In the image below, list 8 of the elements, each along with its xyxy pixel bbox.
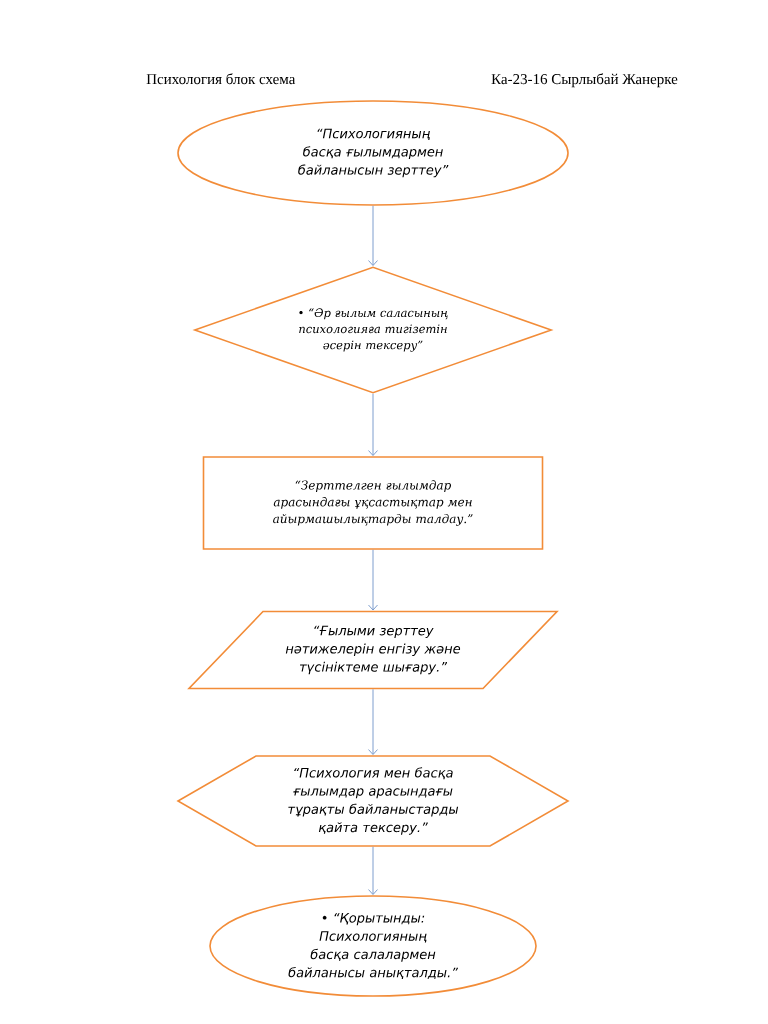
- process-box: “Зерттелген ғылымдар арасындағы ұқсастықтар мен айырмашылықтарды талдау.”: [202, 456, 544, 550]
- arrow: [368, 393, 378, 456]
- arrow: [368, 688, 378, 755]
- arrow: [368, 549, 378, 611]
- arrow: [368, 205, 378, 266]
- arrow: [368, 846, 378, 895]
- page-title: Психология блок схема: [146, 73, 296, 85]
- author-label: Ка-23-16 Сырлыбай Жанерке: [491, 73, 678, 88]
